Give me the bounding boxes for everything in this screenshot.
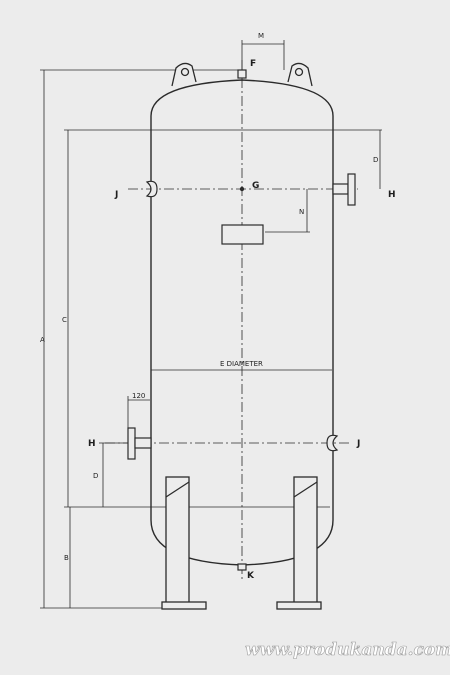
leg-right-foot <box>276 601 322 610</box>
label-d-upper: D <box>373 156 378 164</box>
nozzle-h-lower-pipe <box>134 437 152 449</box>
nozzle-f <box>237 69 247 79</box>
label-f: F <box>250 59 256 69</box>
lifting-lug-left <box>171 62 197 87</box>
label-h-upper: H <box>388 190 396 200</box>
dimension-lines <box>40 40 382 609</box>
leg-left-brace <box>165 481 190 498</box>
nozzle-h-upper <box>332 173 356 206</box>
label-c: C <box>62 316 67 324</box>
nozzle-h-upper-flange <box>347 173 356 206</box>
leg-left <box>165 476 190 606</box>
nozzle-h-upper-pipe <box>332 183 349 195</box>
leg-left-foot <box>161 601 207 610</box>
label-j-lower: J <box>356 439 360 449</box>
sight-glass-lower-right <box>326 434 339 452</box>
center-point-g <box>239 186 245 192</box>
name-plate <box>221 224 264 245</box>
lifting-lug-right-hole <box>294 67 304 77</box>
label-g: G <box>252 181 259 191</box>
label-b: B <box>64 554 69 562</box>
label-a: A <box>40 336 45 344</box>
label-120: 120 <box>132 392 145 400</box>
leg-right-brace <box>293 481 318 498</box>
label-d-lower: D <box>93 472 98 480</box>
label-k: K <box>247 571 255 581</box>
lifting-lug-right <box>287 62 313 87</box>
support-legs <box>161 476 322 610</box>
lifting-lug-left-hole <box>180 67 190 77</box>
nozzle-h-lower <box>127 427 152 460</box>
lifting-lugs <box>171 62 313 87</box>
nozzle-k <box>237 563 247 571</box>
label-h-lower: H <box>88 439 96 449</box>
top-head <box>150 79 334 117</box>
leg-right <box>293 476 318 606</box>
nozzle-h-lower-flange <box>127 427 136 460</box>
watermark-text: www.produkanda.com <box>245 640 450 660</box>
label-n: N <box>299 208 304 216</box>
label-j-upper: J <box>114 190 118 200</box>
label-m: M <box>258 32 264 40</box>
label-e-diameter: E DIAMETER <box>220 360 263 368</box>
sight-glass-upper-left <box>145 180 158 198</box>
